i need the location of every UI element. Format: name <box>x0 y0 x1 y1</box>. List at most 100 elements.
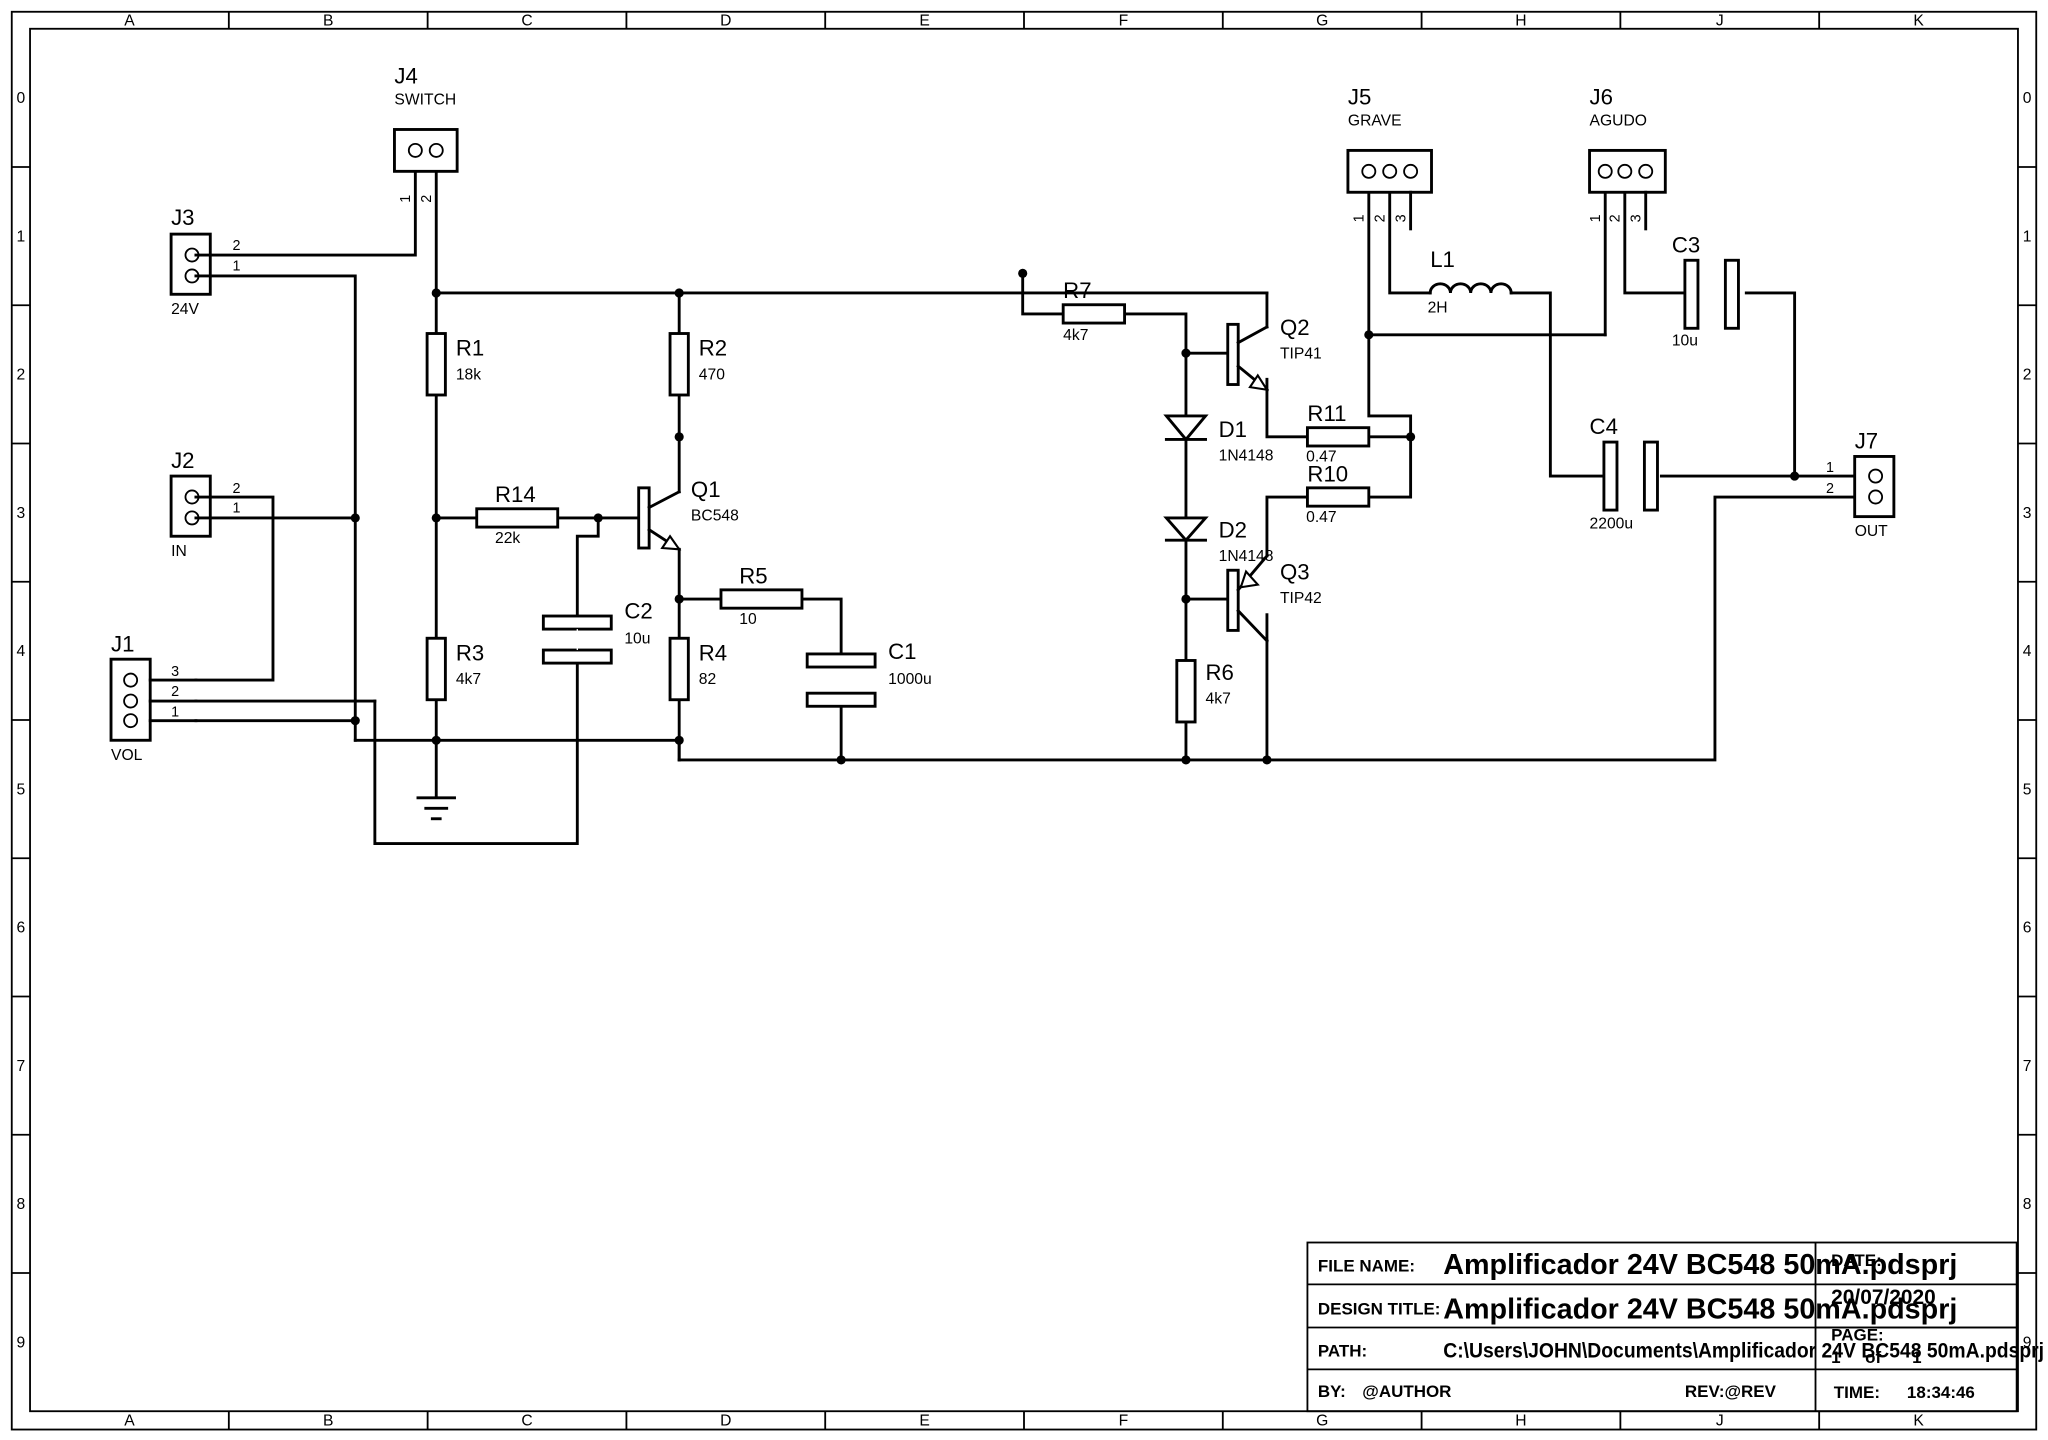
path-label: PATH: <box>1318 1341 1367 1360</box>
page-current: 1 <box>1831 1348 1840 1367</box>
j5-pin-1: 1 <box>1352 214 1368 222</box>
grid-row-label: 2 <box>2023 367 2032 384</box>
j7-value: OUT <box>1855 523 1888 540</box>
j6-value: AGUDO <box>1590 113 1647 130</box>
j3-ref: J3 <box>171 205 194 230</box>
j6-pin-3: 3 <box>1628 214 1644 222</box>
r6-value: 4k7 <box>1206 691 1231 708</box>
grid-column-label: B <box>323 12 333 29</box>
j1-pin-2: 2 <box>171 684 179 700</box>
grid-row-label: 4 <box>17 643 26 660</box>
ground-symbol <box>416 796 456 821</box>
r2-ref: R2 <box>699 336 727 361</box>
j2-pin-1: 1 <box>232 501 240 517</box>
r3-ref: R3 <box>456 640 484 665</box>
grid-row-label: 1 <box>17 228 26 245</box>
c4-ref: C4 <box>1590 414 1618 439</box>
page-label: PAGE: <box>1831 1326 1883 1345</box>
date-label: DATE: <box>1831 1251 1882 1270</box>
title-block: FILE NAME: Amplificador 24V BC548 50mA.p… <box>1306 1241 2044 1413</box>
j3-pin-2: 2 <box>232 238 240 254</box>
page-of: of <box>1865 1348 1881 1367</box>
j3-pin-1: 1 <box>232 259 240 275</box>
j2-pin-2: 2 <box>232 481 240 497</box>
j1-ref: J1 <box>111 631 134 656</box>
j5-value: GRAVE <box>1348 113 1402 130</box>
r1-ref: R1 <box>456 336 484 361</box>
resistor-r11: R11 0.47 <box>1305 401 1371 466</box>
j4-pin-1: 1 <box>398 195 414 203</box>
grid-row-label: 2 <box>17 367 26 384</box>
c3-ref: C3 <box>1672 232 1700 257</box>
grid-column-label: H <box>1515 1413 1526 1430</box>
q2-ref: Q2 <box>1280 315 1310 340</box>
connector-j5: J5 GRAVE 1 2 3 <box>1346 85 1433 231</box>
grid-column-label: E <box>919 1413 929 1430</box>
r5-value: 10 <box>739 611 757 628</box>
diode-d2: D2 1N4148 <box>1163 516 1274 565</box>
r7-ref: R7 <box>1063 278 1091 303</box>
resistor-r5: R5 10 <box>719 563 804 628</box>
j6-pin-1: 1 <box>1588 214 1604 222</box>
grid-column-label: A <box>124 1413 135 1430</box>
r14-value: 22k <box>495 530 520 547</box>
capacitor-c1: C1 1000u <box>805 639 932 708</box>
resistor-r2: R2 470 <box>668 332 727 397</box>
resistor-r3: R3 4k7 <box>425 636 484 702</box>
design-title: Amplificador 24V BC548 50mA.pdsprj <box>1443 1293 1957 1325</box>
file-name-label: FILE NAME: <box>1318 1256 1415 1275</box>
inductor-l1: L1 2H <box>1428 247 1513 317</box>
j6-pin-2: 2 <box>1608 214 1624 222</box>
time: 18:34:46 <box>1907 1383 1975 1402</box>
c1-value: 1000u <box>888 671 932 688</box>
grid-row-label: 4 <box>2023 643 2032 660</box>
j7-ref: J7 <box>1855 429 1878 454</box>
grid-row-label: 0 <box>2023 90 2032 107</box>
j4-pin-2: 2 <box>419 195 435 203</box>
grid-row-label: 7 <box>2023 1058 2032 1075</box>
grid-row-label: 8 <box>17 1196 26 1213</box>
grid-column-label: A <box>124 12 135 29</box>
resistor-r1: R1 18k <box>425 332 484 397</box>
r10-value: 0.47 <box>1306 509 1336 526</box>
grid-row-label: 5 <box>17 781 26 798</box>
connector-j4: J4 SWITCH 1 2 <box>393 64 459 203</box>
l1-ref: L1 <box>1430 247 1455 272</box>
j6-ref: J6 <box>1590 85 1613 110</box>
path: C:\Users\JOHN\Documents\Amplificador 24V… <box>1443 1340 2044 1363</box>
grid-column-label: H <box>1515 12 1526 29</box>
connector-j6: J6 AGUDO 1 2 3 <box>1588 85 1667 231</box>
grid-column-label: F <box>1119 1413 1129 1430</box>
grid-row-label: 6 <box>2023 920 2032 937</box>
grid-row-label: 9 <box>17 1334 26 1351</box>
capacitor-c3: C3 10u <box>1672 232 1740 349</box>
r11-value: 0.47 <box>1306 449 1336 466</box>
j5-ref: J5 <box>1348 85 1371 110</box>
c2-ref: C2 <box>624 599 652 624</box>
grid-column-label: K <box>1913 1413 1924 1430</box>
grid-row-label: 3 <box>2023 505 2032 522</box>
resistor-r14: R14 22k <box>475 482 560 547</box>
r10-ref: R10 <box>1307 461 1348 486</box>
d2-ref: D2 <box>1219 518 1247 543</box>
j1-pin-1: 1 <box>171 705 179 721</box>
grid-column-label: G <box>1316 1413 1328 1430</box>
date: 20/07/2020 <box>1831 1286 1936 1309</box>
c1-ref: C1 <box>888 639 916 664</box>
grid-column-label: D <box>720 12 731 29</box>
j2-ref: J2 <box>171 448 194 473</box>
q3-value: TIP42 <box>1280 590 1322 607</box>
grid-column-label: C <box>521 1413 532 1430</box>
grid-column-label: J <box>1716 12 1724 29</box>
d2-value: 1N4148 <box>1219 548 1274 565</box>
grid-column-label: D <box>720 1413 731 1430</box>
grid-row-label: 7 <box>17 1058 26 1075</box>
connector-j2: J2 IN 2 1 <box>169 448 240 560</box>
resistor-r7: R7 4k7 <box>1061 278 1127 344</box>
grid-column-label: J <box>1716 1413 1724 1430</box>
r11-ref: R11 <box>1307 401 1346 426</box>
r4-ref: R4 <box>699 640 727 665</box>
c2-value: 10u <box>624 630 650 647</box>
r4-value: 82 <box>699 671 716 688</box>
